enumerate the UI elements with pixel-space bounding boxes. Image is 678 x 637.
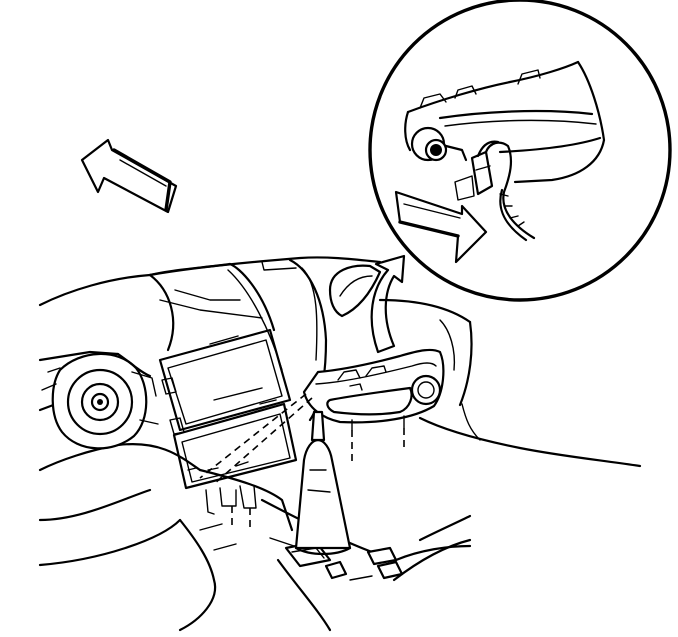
removal-direction-arrow [394, 190, 488, 264]
accessory-trim-plate [199, 348, 445, 485]
radio-hvac-bezel-opening [158, 328, 298, 530]
steering-column-housing [41, 352, 159, 450]
forward-direction-arrow [80, 138, 178, 214]
center-console [198, 468, 472, 632]
shift-lever [294, 410, 352, 556]
wiring-harness [476, 140, 536, 242]
detail-direction-arrow [370, 254, 406, 354]
power-outlet [410, 126, 468, 162]
detail-view-circle [368, 0, 672, 302]
electrical-connector [454, 150, 494, 201]
